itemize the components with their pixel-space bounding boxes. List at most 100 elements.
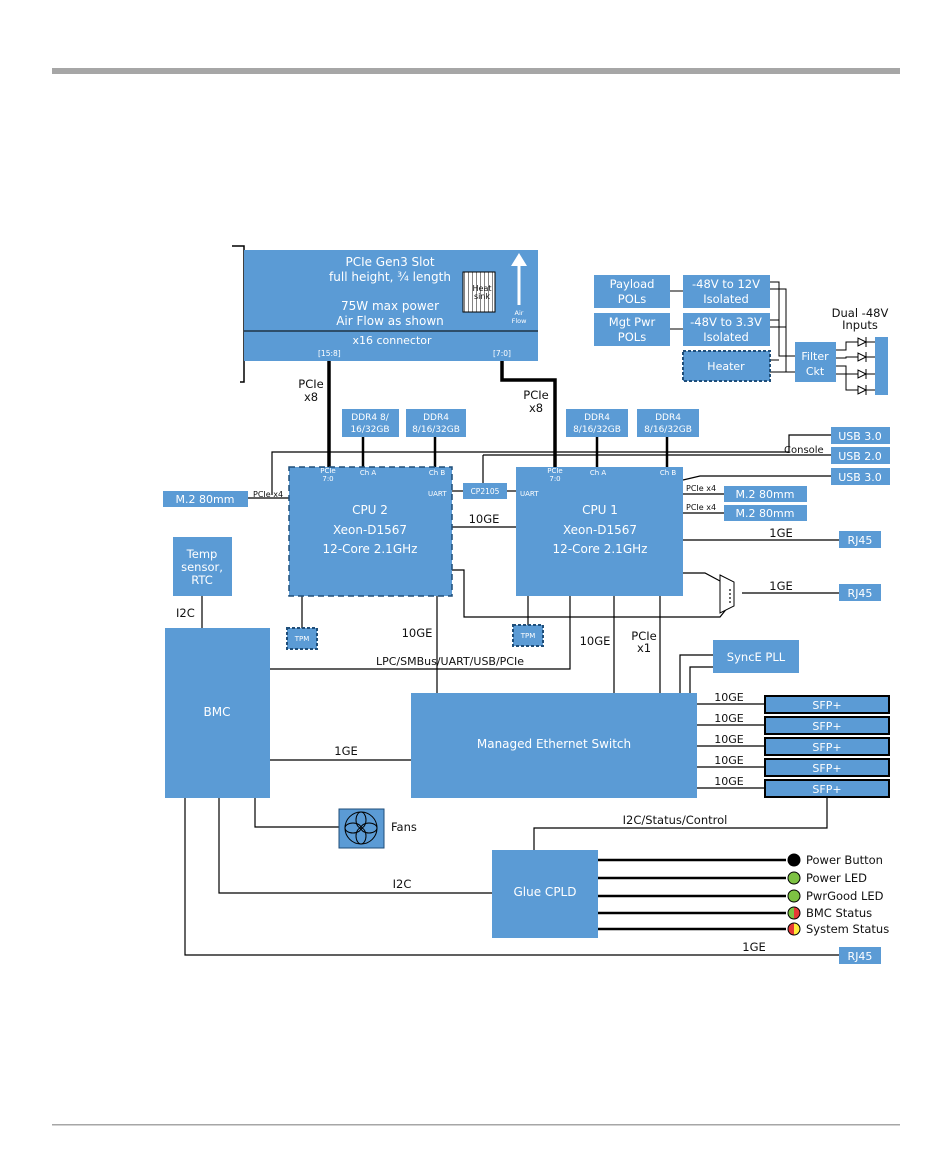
fan-icon: [338, 808, 385, 849]
tpm-cpu1: [512, 624, 544, 647]
cpu1-switch-label: 10GE: [580, 634, 611, 648]
heater-label: Heater: [707, 360, 745, 373]
cpu1-pcie-x1-label-2: x1: [637, 641, 651, 655]
converter-12v: [683, 275, 770, 308]
power-led-icon: [787, 871, 801, 885]
sfp-port-label: SFP+: [812, 783, 841, 796]
cpu2-pin-cha: Ch A: [360, 469, 377, 477]
sfp-link-label: 10GE: [714, 775, 744, 788]
converter-12v-line1: -48V to 12V: [692, 277, 760, 291]
cpu2-model: Xeon-D1567: [333, 523, 407, 537]
filter-circuit: [795, 342, 836, 382]
pcie-x8-cpu1-label-2: x8: [529, 401, 543, 415]
pcie-lane-right: [7:0]: [493, 349, 511, 358]
heater: [682, 350, 771, 382]
rj45-1-label: RJ45: [848, 534, 873, 547]
mux-icon: [719, 574, 735, 614]
ethernet-switch: [411, 693, 697, 798]
sfp-link-label: 10GE: [714, 754, 744, 767]
filter-circuit-line1: Filter: [801, 350, 829, 363]
indicator-label-power-button: Power Button: [806, 853, 883, 867]
cpu1-pcie-x1-label-1: PCIe: [631, 629, 656, 643]
airflow-label-1: Air: [515, 309, 524, 317]
m2-right-1-label: M.2 80mm: [736, 488, 795, 501]
synce-pll: [713, 640, 799, 673]
mgt-pwr-pols: [594, 313, 670, 346]
pcie-slot: [244, 250, 538, 361]
temp-sensor: [173, 537, 232, 596]
connection-lines: [184, 245, 875, 956]
indicator-group: [787, 853, 801, 936]
sfp-port: [764, 716, 890, 735]
cpu-interconnect-label: 10GE: [469, 512, 500, 526]
sfp-port: [764, 737, 890, 756]
power-button-icon: [787, 853, 801, 867]
console-label: Console: [784, 445, 824, 456]
m2-left-label: M.2 80mm: [176, 493, 235, 506]
converter-3v3-line2: Isolated: [703, 330, 749, 344]
ddr-cpu2-b-line1: DDR4: [423, 413, 449, 423]
diode-icons: [857, 337, 868, 395]
usb3-top-label: USB 3.0: [838, 430, 882, 443]
temp-sensor-line3: RTC: [191, 573, 213, 587]
payload-pols-line2: POLs: [618, 292, 646, 306]
rj45-3-label: RJ45: [848, 950, 873, 963]
sfp-port-label: SFP+: [812, 720, 841, 733]
payload-pols: [594, 275, 670, 308]
sfp-link-label: 10GE: [714, 691, 744, 704]
rj45-2-link-label: 1GE: [769, 579, 793, 593]
mgt-pwr-pols-line1: Mgt Pwr: [609, 315, 656, 329]
ddr-cpu1-b: [637, 409, 699, 437]
sfp-port: [764, 758, 890, 777]
temp-sensor-line1: Temp: [186, 547, 218, 561]
pcie-lane-left: [15:8]: [318, 349, 341, 358]
ddr-cpu1-a: [566, 409, 628, 437]
converter-3v3-line1: -48V to 3.3V: [690, 315, 762, 329]
fans-label: Fans: [391, 820, 417, 834]
pcie-slot-size: full height, ¾ length: [329, 270, 451, 284]
usb2-label: USB 2.0: [838, 450, 882, 463]
ddr-cpu1-b-line1: DDR4: [655, 413, 681, 423]
m2-right-2: [724, 505, 807, 521]
rj45-1: [839, 531, 881, 548]
system-status-led-icon: [787, 922, 801, 936]
i2c-temp-label: I2C: [176, 606, 195, 620]
i2c-cpld-label: I2C: [393, 877, 412, 891]
pcie-slot-connector: x16 connector: [352, 334, 432, 347]
cpu2-name: CPU 2: [352, 503, 388, 517]
dual-48v-inputs: [875, 337, 888, 395]
sfp-link-label: 10GE: [714, 733, 744, 746]
pwrgood-led-icon: [787, 889, 801, 903]
cpu1-pin-cha: Ch A: [590, 469, 607, 477]
sfp-port: [764, 695, 890, 714]
pcie-x8-cpu2-label-1: PCIe: [298, 377, 323, 391]
sfp-port-label: SFP+: [812, 699, 841, 712]
converter-12v-line2: Isolated: [703, 292, 749, 306]
cpu2-pin-pcie-1: PCIe: [320, 467, 335, 475]
bmc-block: [165, 628, 270, 798]
airflow-label-2: Flow: [512, 317, 528, 325]
tpm-cpu2: [286, 627, 318, 650]
cp2105-label: CP2105: [471, 487, 500, 496]
m2-right-2-label: M.2 80mm: [736, 507, 795, 520]
cpu2-spec: 12-Core 2.1GHz: [323, 542, 418, 556]
glue-cpld: [492, 850, 598, 938]
m2-cpu1-pcie-label-a: PCIe x4: [686, 484, 716, 493]
dual-48v-inputs-line1: Dual -48V: [832, 306, 889, 320]
ddr-cpu2-b: [406, 409, 466, 437]
usb3-bottom: [831, 468, 890, 485]
pcie-slot-title: PCIe Gen3 Slot: [345, 255, 434, 269]
usb2: [831, 447, 890, 464]
temp-sensor-line2: sensor,: [181, 560, 223, 574]
heatsink-label-2: sink: [474, 292, 490, 301]
cpu2-block: [288, 466, 453, 597]
ddr-cpu1-b-line2: 8/16/32GB: [644, 425, 692, 435]
bottom-rule: [52, 1124, 900, 1126]
cpu2-pin-chb: Ch B: [429, 469, 446, 477]
cpu1-pin-pcie-2: 7:0: [549, 475, 560, 483]
usb3-top: [831, 427, 890, 444]
cpu2-switch-label: 10GE: [402, 626, 433, 640]
sfp-port: [764, 779, 890, 798]
sfp-port-label: SFP+: [812, 762, 841, 775]
